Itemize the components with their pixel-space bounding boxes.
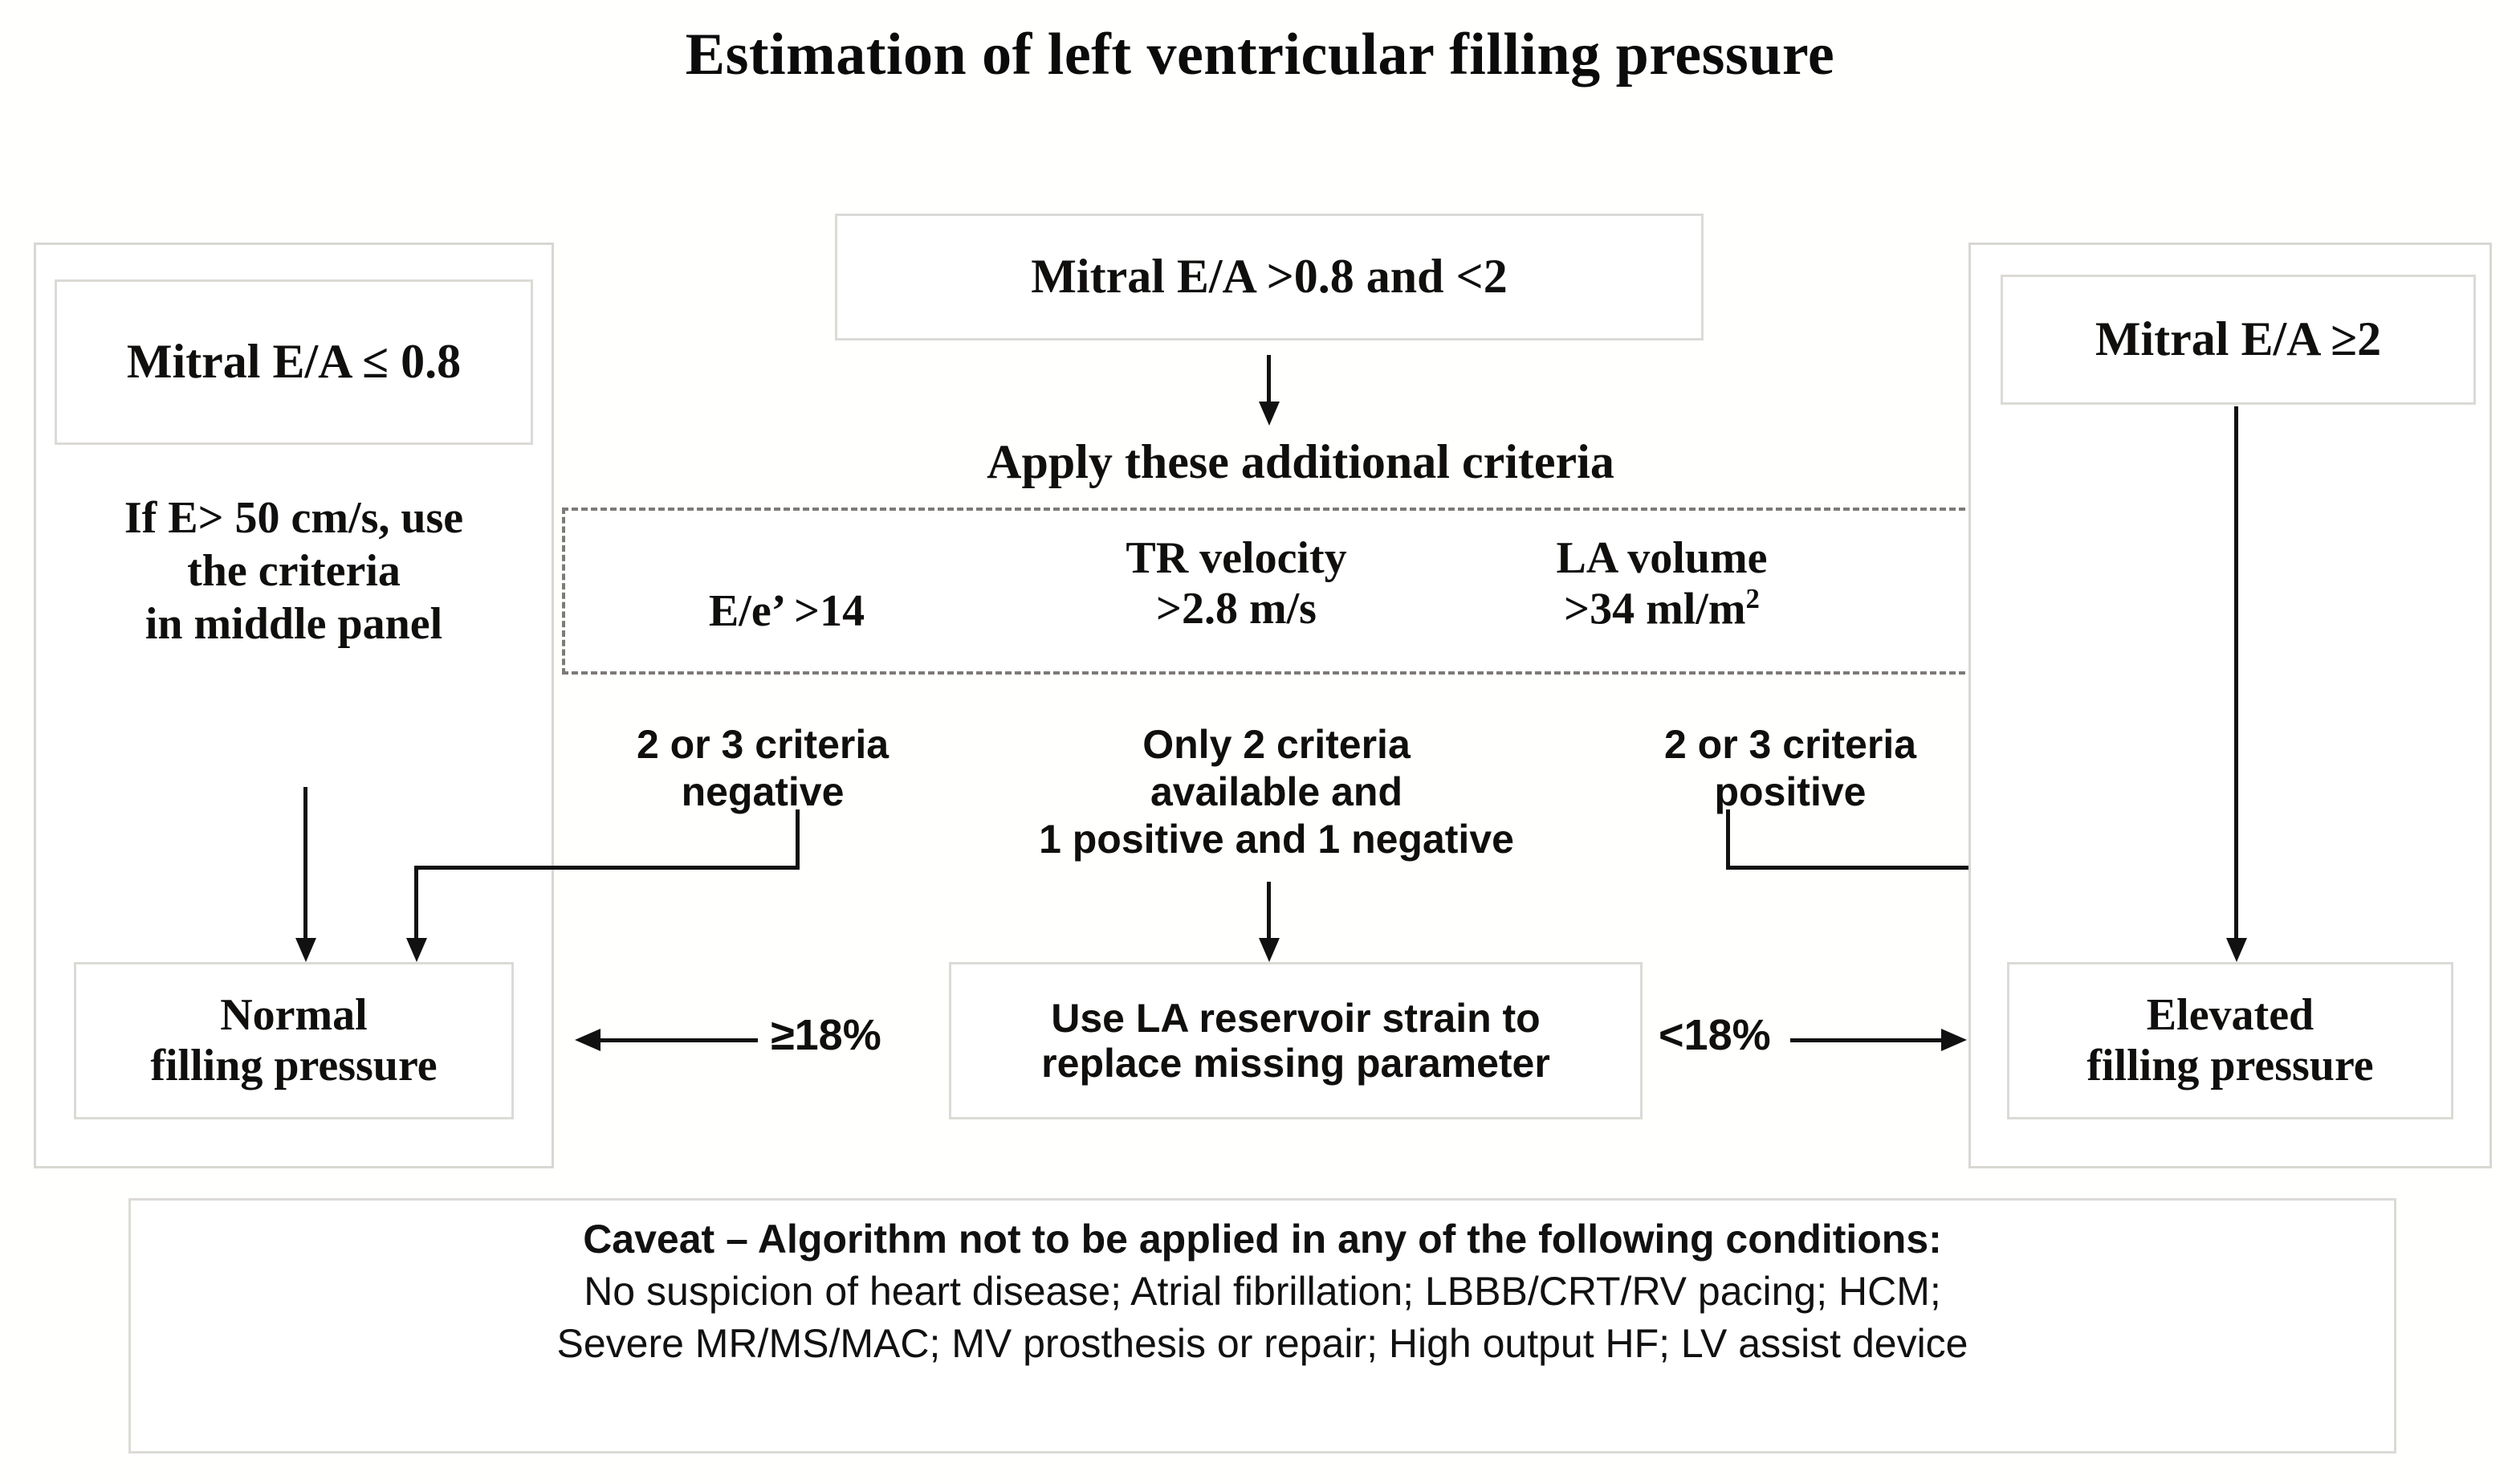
branch-label-positive-line-1: 2 or 3 criteria [1663, 722, 1917, 767]
caveat-box: Caveat – Algorithm not to be applied in … [128, 1198, 2396, 1453]
connector-left-arrowhead [295, 938, 316, 962]
node-mitral-ea-high[interactable]: Mitral E/A ≥2 [2001, 275, 2476, 405]
left-panel-note-line-2: the criteria [187, 546, 401, 597]
caveat-line-2: Severe MR/MS/MAC; MV prosthesis or repai… [556, 1321, 1968, 1366]
connector-threshold-low-line [600, 1038, 758, 1042]
node-la-reservoir-strain-line-2: replace missing parameter [1041, 1041, 1550, 1086]
criterion-e-over-e-prime: E/e’ >14 [610, 586, 963, 637]
branch-label-positive: 2 or 3 criteria positive [1590, 721, 1991, 816]
connector-threshold-high-line [1790, 1038, 1943, 1042]
connector-negative-drop-left [414, 866, 418, 943]
branch-label-negative: 2 or 3 criteria negative [562, 721, 963, 816]
branch-label-negative-line-2: negative [681, 769, 845, 814]
page-title: Estimation of left ventricular filling p… [685, 22, 1835, 88]
criterion-la-volume-superscript: 2 [1745, 582, 1760, 614]
branch-label-mixed-line-2: available and [1150, 769, 1403, 814]
criterion-e-over-e-prime-line-1: E/e’ >14 [708, 586, 865, 636]
node-normal-filling-pressure[interactable]: Normal filling pressure [74, 962, 514, 1119]
branch-label-mixed-line-1: Only 2 criteria [1142, 722, 1411, 767]
node-elevated-filling-pressure-line-2: filling pressure [2086, 1041, 2374, 1091]
connector-negative-arrowhead [406, 938, 427, 962]
criterion-tr-velocity-line-1: TR velocity [1126, 533, 1347, 583]
criterion-la-volume-line-1: LA volume [1556, 533, 1768, 583]
connector-positive-drop-left [1726, 809, 1730, 869]
apply-criteria-label: Apply these additional criteria [987, 435, 1614, 488]
connector-mixed-arrowhead [1259, 938, 1280, 962]
node-mitral-ea-low[interactable]: Mitral E/A ≤ 0.8 [55, 279, 533, 445]
criterion-la-volume: LA volume >34 ml/m2 [1469, 533, 1854, 634]
node-elevated-filling-pressure[interactable]: Elevated filling pressure [2007, 962, 2453, 1119]
connector-right-arrowhead [2226, 938, 2247, 962]
node-la-reservoir-strain[interactable]: Use LA reservoir strain to replace missi… [949, 962, 1643, 1119]
left-panel-note: If E> 50 cm/s, use the criteria in middl… [55, 491, 533, 650]
criterion-tr-velocity-line-2: >2.8 m/s [1156, 583, 1317, 634]
criterion-la-volume-line-2: >34 ml/m2 [1564, 582, 1760, 634]
left-panel-note-line-3: in middle panel [145, 599, 443, 650]
connector-mid-vertical [1267, 355, 1271, 405]
node-elevated-filling-pressure-line-1: Elevated [2146, 990, 2314, 1041]
connector-threshold-high-arrowhead [1941, 1029, 1967, 1051]
caveat-line-1: No suspicion of heart disease; Atrial fi… [584, 1269, 1941, 1314]
label-threshold-low: ≥18% [771, 1011, 881, 1059]
connector-positive-horizontal [1726, 866, 2111, 870]
connector-negative-horizontal [414, 866, 800, 870]
node-mitral-ea-high-label: Mitral E/A ≥2 [2095, 312, 2382, 366]
criteria-dashed-box [562, 508, 1975, 675]
label-threshold-high: <18% [1659, 1011, 1771, 1059]
node-mitral-ea-mid-label: Mitral E/A >0.8 and <2 [1031, 250, 1508, 304]
connector-negative-drop-right [796, 809, 800, 869]
criterion-tr-velocity: TR velocity >2.8 m/s [1060, 533, 1413, 634]
connector-threshold-low-arrowhead [575, 1029, 600, 1051]
node-mitral-ea-mid[interactable]: Mitral E/A >0.8 and <2 [835, 214, 1704, 340]
node-normal-filling-pressure-line-2: filling pressure [150, 1041, 438, 1091]
branch-label-positive-line-2: positive [1714, 769, 1867, 814]
node-normal-filling-pressure-line-1: Normal [220, 990, 368, 1041]
node-mitral-ea-low-label: Mitral E/A ≤ 0.8 [126, 335, 462, 389]
left-panel-note-line-1: If E> 50 cm/s, use [124, 493, 464, 543]
connector-left-vertical [303, 787, 307, 941]
connector-mixed-vertical [1267, 882, 1271, 941]
branch-label-mixed: Only 2 criteria available and 1 positive… [1036, 721, 1517, 863]
node-la-reservoir-strain-line-1: Use LA reservoir strain to [1051, 996, 1541, 1041]
branch-label-mixed-line-3: 1 positive and 1 negative [1039, 817, 1514, 862]
caveat-heading: Caveat – Algorithm not to be applied in … [583, 1217, 1942, 1262]
branch-label-negative-line-1: 2 or 3 criteria [636, 722, 890, 767]
connector-mid-arrowhead [1259, 402, 1280, 426]
connector-right-vertical [2234, 406, 2238, 941]
